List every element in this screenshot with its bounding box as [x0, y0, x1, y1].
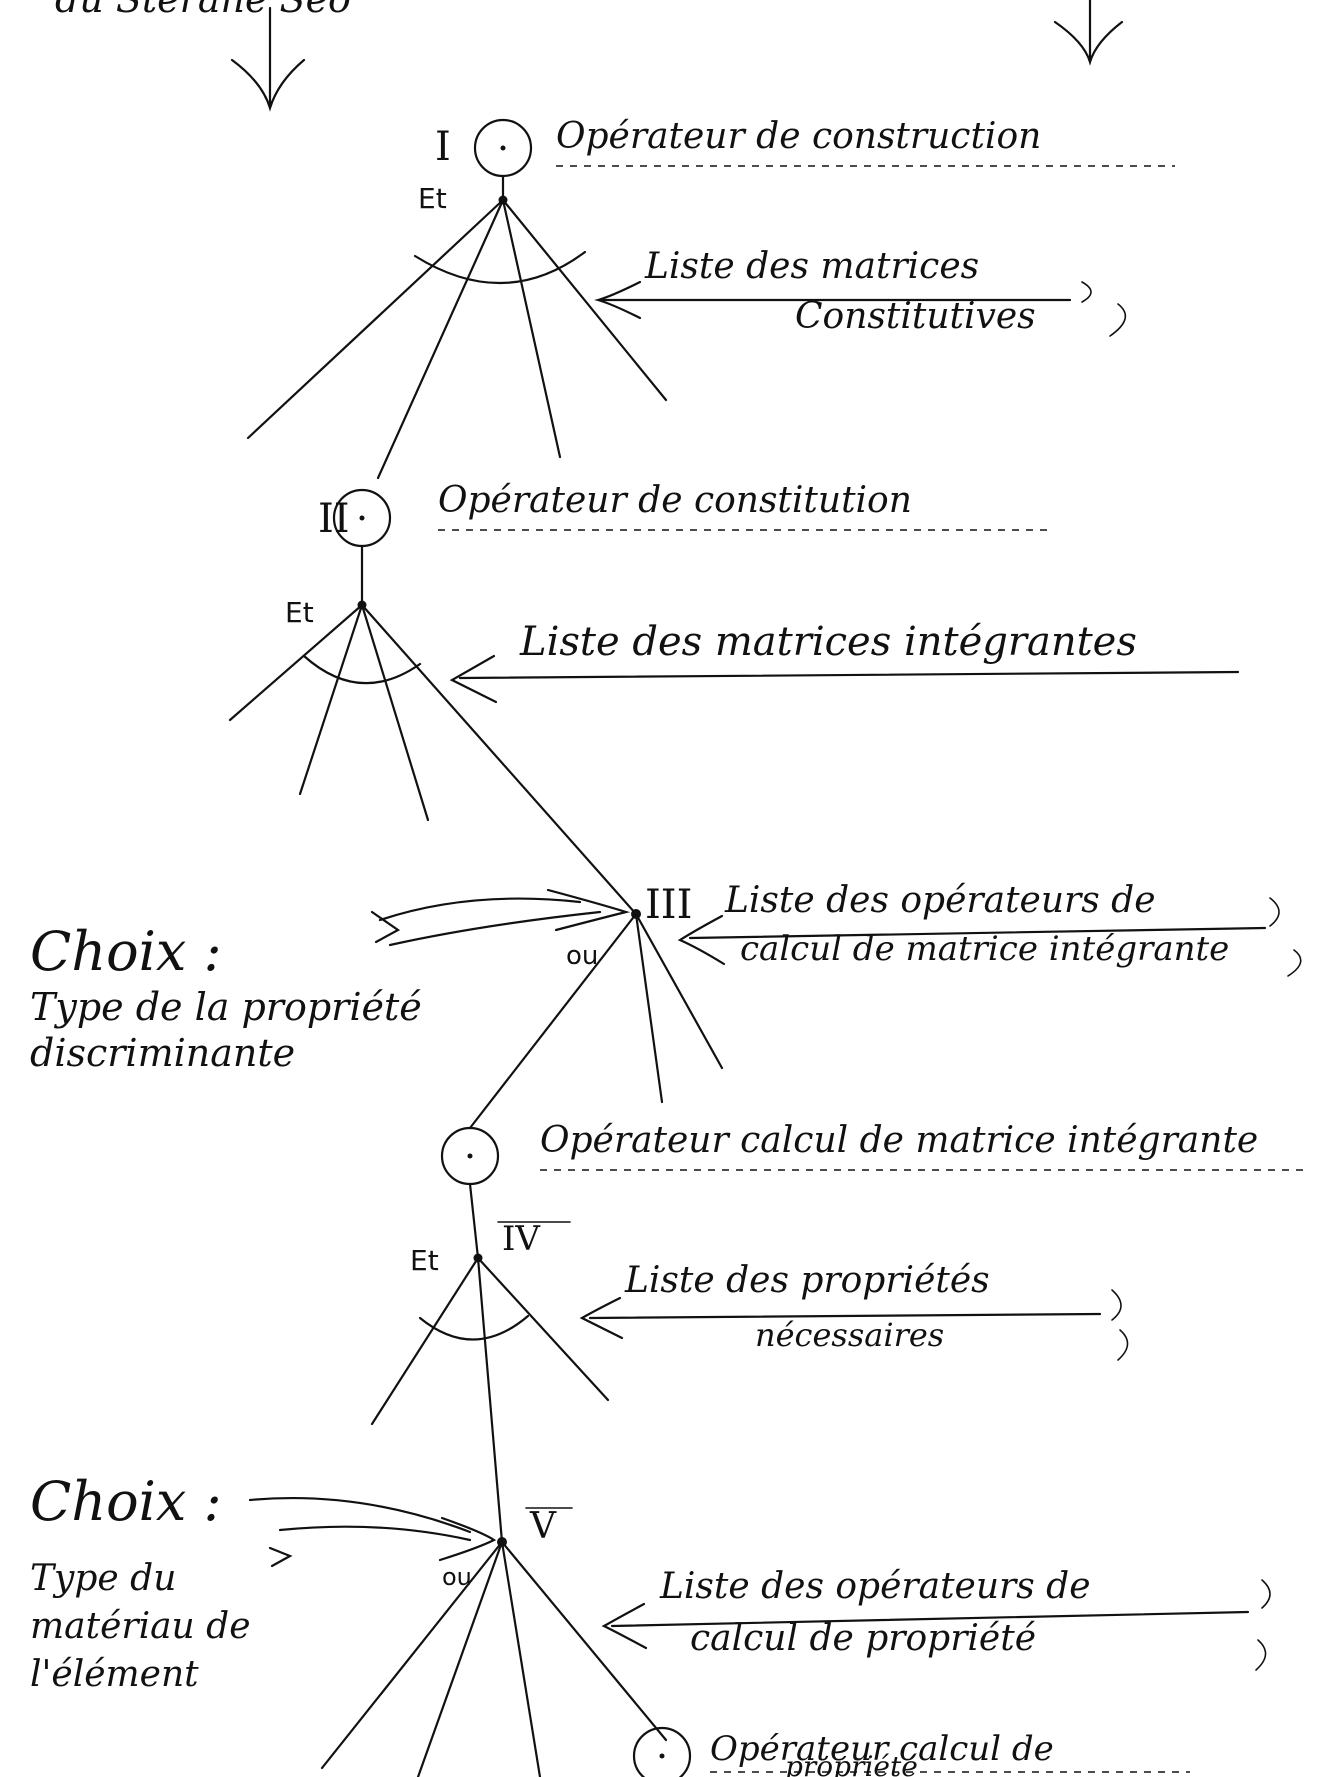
- node-calcul-integrante-dot: [467, 1153, 473, 1159]
- label-liste-ops-integrante-1: Liste des opérateurs de: [724, 880, 1156, 921]
- level-I-numeral: I: [435, 124, 451, 170]
- arrow-liste-ops-propriete: [610, 1610, 1250, 1628]
- branch-V-1: [320, 1540, 504, 1770]
- bracket-constitutives: [1081, 281, 1127, 337]
- top-right-arrow: [1053, 0, 1124, 66]
- label-liste-integrantes: Liste des matrices intégrantes: [519, 619, 1137, 665]
- arrow-liste-ops-integrante: [688, 926, 1267, 940]
- branch-V-2: [416, 1540, 504, 1777]
- arrow-liste-ops-propriete-head: [601, 1602, 648, 1650]
- label-liste-ops-propriete-2: calcul de propriété: [690, 1618, 1036, 1659]
- branch-IV-3: [476, 1256, 610, 1402]
- choix1-arrow: [370, 888, 631, 947]
- branch-II-2: [298, 603, 364, 796]
- edge-calcul-integrante-junction: [468, 1182, 480, 1260]
- connector-ou-III: ou: [566, 941, 598, 971]
- label-liste-constitutives-1: Liste des matrices: [644, 246, 979, 287]
- choix1-line1: Type de la propriété: [30, 985, 422, 1029]
- choix2-arrow: [248, 1496, 497, 1568]
- choix2-title: Choix :: [30, 1470, 222, 1533]
- arrow-liste-constitutives-head: [593, 280, 642, 320]
- label-op-calcul-integrante: Opérateur calcul de matrice intégrante: [540, 1120, 1258, 1161]
- branch-IV-2: [476, 1256, 504, 1544]
- branch-III-1: [468, 912, 638, 1130]
- bracket-proprietes: [1111, 1289, 1129, 1361]
- top-left-arrow: [230, 6, 306, 112]
- top-fragment-text: du Stérane Séo: [55, 0, 351, 21]
- and-arc-I: [413, 250, 587, 285]
- and-arc-IV: [418, 1314, 530, 1341]
- branch-V-3: [500, 1540, 542, 1777]
- level-IV-numeral: IV: [502, 1219, 541, 1259]
- connector-et-IV: Et: [410, 1244, 439, 1277]
- arrow-liste-integrantes-head: [449, 654, 498, 704]
- node-constitution-dot: [359, 515, 365, 521]
- branch-I-4: [501, 198, 668, 402]
- choix2-line1: Type du: [30, 1558, 176, 1599]
- choix1-line2: discriminante: [30, 1031, 295, 1075]
- label-op-calcul-propriete-1: Opérateur calcul de: [710, 1729, 1054, 1769]
- choix1-title: Choix :: [30, 920, 222, 983]
- branch-I-1: [246, 198, 505, 440]
- label-op-construction: Opérateur de construction: [556, 116, 1041, 157]
- and-arc-II: [302, 654, 422, 685]
- branch-II-4: [360, 603, 638, 916]
- arrow-liste-ops-integrante-head: [677, 914, 726, 966]
- level-III-numeral: III: [645, 882, 692, 928]
- branch-IV-1: [370, 1256, 480, 1426]
- branch-II-1: [228, 603, 364, 722]
- label-liste-proprietes-2: nécessaires: [755, 1316, 944, 1354]
- label-liste-proprietes-1: Liste des propriétés: [624, 1260, 990, 1301]
- arrow-liste-integrantes: [458, 670, 1240, 680]
- choix2-line3: l'élément: [30, 1654, 199, 1695]
- branch-III-2: [634, 912, 664, 1104]
- connector-et-II: Et: [285, 596, 314, 629]
- branch-II-3: [360, 603, 430, 822]
- label-liste-ops-propriete-1: Liste des opérateurs de: [659, 1566, 1091, 1607]
- connector-et-I: Et: [418, 182, 447, 215]
- node-calcul-propriete-dot: [659, 1753, 665, 1759]
- branch-V-4: [500, 1540, 668, 1742]
- level-V-numeral: V: [529, 1506, 557, 1547]
- node-calcul-propriete: [632, 1726, 692, 1777]
- bracket-ops-integrante: [1269, 897, 1302, 977]
- bracket-ops-propriete: [1255, 1579, 1271, 1671]
- node-construction-dot: [500, 145, 506, 151]
- branch-I-2: [376, 198, 505, 480]
- label-op-calcul-propriete-2: propriété: [785, 1750, 918, 1777]
- label-op-constitution: Opérateur de constitution: [438, 480, 912, 521]
- label-liste-constitutives-2: Constitutives: [795, 296, 1036, 337]
- branch-III-3: [634, 912, 724, 1070]
- arrow-liste-proprietes: [588, 1312, 1102, 1320]
- choix2-line2: matériau de: [30, 1606, 251, 1647]
- branch-I-3: [501, 198, 562, 459]
- arrow-liste-proprietes-head: [579, 1296, 624, 1340]
